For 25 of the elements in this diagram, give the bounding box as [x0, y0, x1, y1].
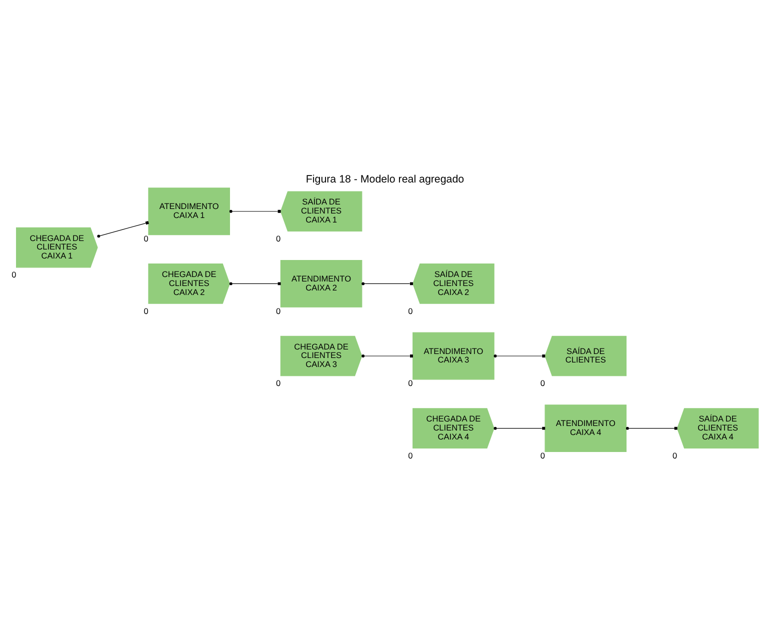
node-box: ATENDIMENTO CAIXA 4: [544, 404, 627, 452]
node-label: 0: [144, 306, 148, 316]
connector: [494, 426, 546, 430]
connector: [626, 426, 678, 430]
node-label: 0: [276, 306, 281, 316]
node-label: 0: [408, 450, 413, 460]
node-label: 0: [12, 270, 16, 280]
connector: [362, 282, 413, 286]
node-label: 0: [276, 378, 281, 388]
node-box: ATENDIMENTO CAIXA 3: [412, 332, 494, 380]
node-box: ATENDIMENTO CAIXA 1: [148, 188, 230, 236]
node-label: 0: [540, 450, 545, 460]
connector: [494, 354, 546, 358]
connector: [229, 282, 281, 286]
connector: [97, 220, 149, 238]
node-label: 0: [276, 233, 281, 244]
node-label: 0: [672, 450, 678, 460]
node-label: 0: [144, 233, 148, 244]
connector: [362, 354, 413, 358]
node-label: 0: [540, 378, 545, 388]
node-box: ATENDIMENTO CAIXA 2: [280, 260, 362, 308]
connector: [229, 210, 281, 213]
node-label: 0: [408, 378, 413, 388]
node-label: 0: [408, 306, 413, 316]
diagram-title: Figura 18 - Modelo real agregado: [306, 173, 464, 186]
